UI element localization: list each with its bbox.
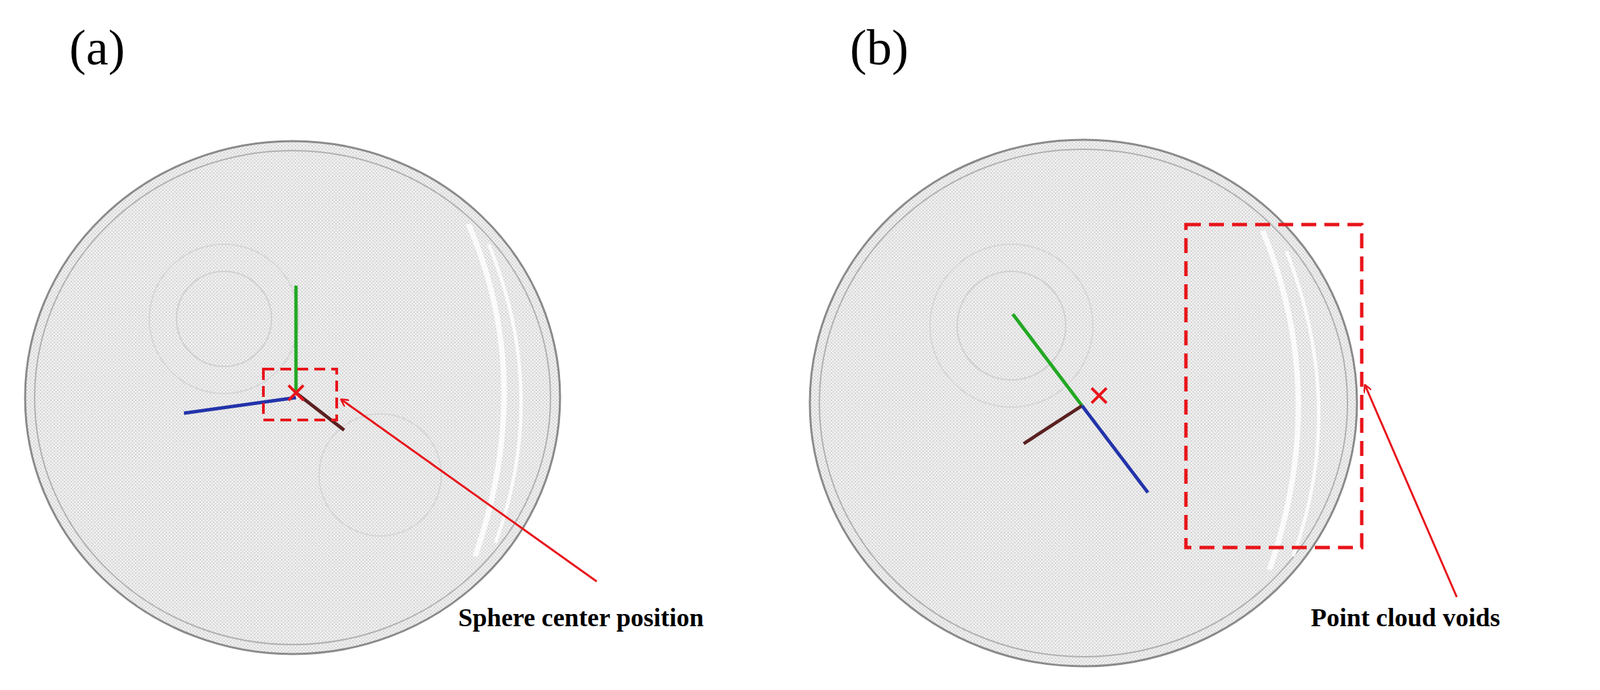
annotation-label: Sphere center position bbox=[456, 602, 706, 633]
sphere-point-cloud-a bbox=[25, 141, 597, 655]
sphere-point-cloud-b bbox=[809, 139, 1457, 667]
panel-label: (a) bbox=[69, 19, 125, 77]
annotation-label: Point cloud voids bbox=[1308, 602, 1503, 633]
panel-label: (b) bbox=[849, 19, 909, 77]
